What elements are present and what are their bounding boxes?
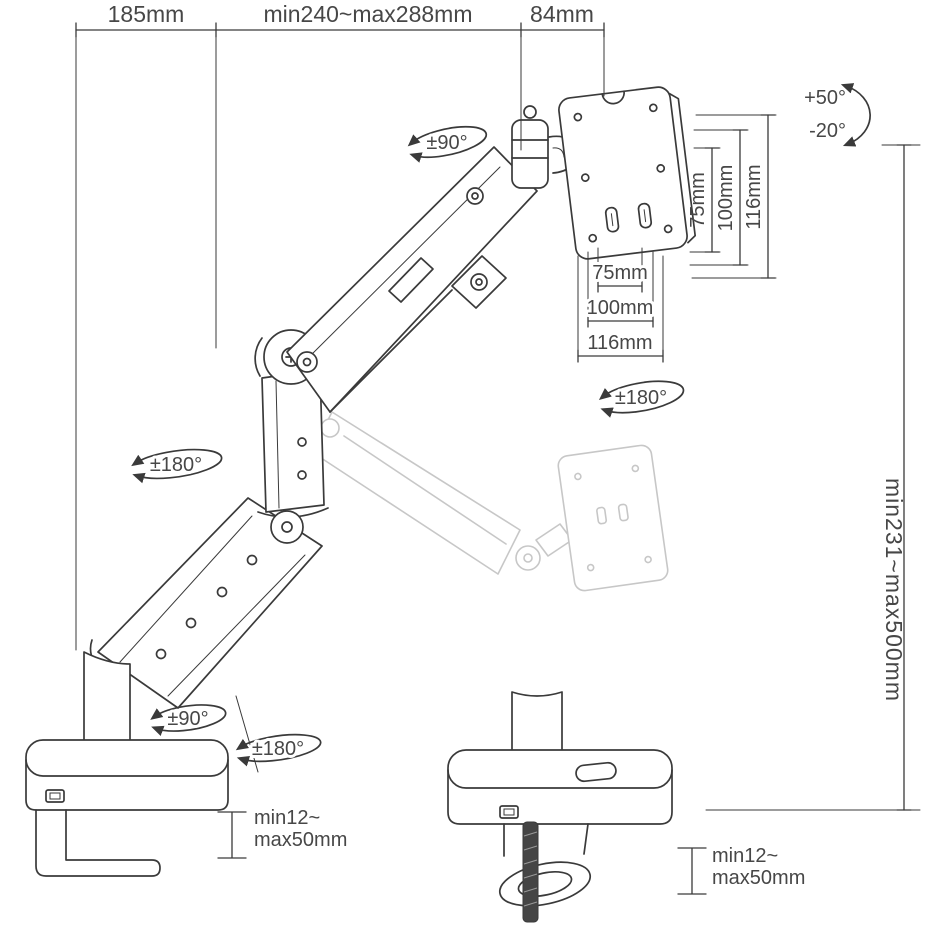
ghost-vesa-plate xyxy=(557,444,669,592)
vesa-plate xyxy=(558,86,697,260)
base-top xyxy=(25,739,229,777)
dim-height-label: min231~max500mm xyxy=(881,478,907,702)
rotation-arrow xyxy=(598,380,685,418)
center-base-top xyxy=(447,749,673,789)
base-center xyxy=(447,691,673,923)
usb-port xyxy=(45,789,65,803)
dim-vesa-horizontal: 75mm 100mm 116mm xyxy=(577,247,664,363)
arm-rotation-label: ±180° xyxy=(150,454,202,476)
ghost-upper-arm xyxy=(311,411,521,575)
tilt-arrow xyxy=(840,83,871,147)
base-left xyxy=(25,651,229,877)
head-cylinder xyxy=(511,119,549,189)
rotation-base: ±180° xyxy=(235,733,322,767)
clamp-left-label-1: min12~ xyxy=(254,807,320,829)
rotation-arrow xyxy=(131,448,223,484)
vesa-rotation-label: ±180° xyxy=(615,387,667,409)
vesa-v-75-label: 75mm xyxy=(687,172,709,228)
clamp-right-label-2: max50mm xyxy=(712,867,805,889)
elbow-joint xyxy=(270,510,304,544)
upper-arm xyxy=(286,146,538,413)
rotation-head-swivel: ±90° xyxy=(407,125,488,163)
dim-top-right-label: 84mm xyxy=(530,1,594,27)
rotation-arm: ±180° xyxy=(131,448,223,484)
c-clamp xyxy=(35,809,161,877)
head-screw xyxy=(523,105,537,119)
tilt-down-label: -20° xyxy=(809,120,846,142)
dim-clamp-right: min12~ max50mm xyxy=(677,845,805,895)
dim-top: 185mm min240~max288mm 84mm xyxy=(75,1,605,651)
rotation-base-swivel: ±90° xyxy=(150,695,259,773)
grommet-ring xyxy=(498,861,592,907)
vesa-h-100-label: 100mm xyxy=(587,297,654,319)
grommet-bolt xyxy=(522,821,539,923)
dim-top-middle-label: min240~max288mm xyxy=(263,1,472,27)
rotation-vesa: ±180° xyxy=(598,380,685,418)
rotation-arrow xyxy=(407,125,488,163)
vesa-v-100-label: 100mm xyxy=(715,165,737,232)
head-swivel-label: ±90° xyxy=(426,132,467,154)
monitor-arm xyxy=(25,86,697,877)
dim-top-left-label: 185mm xyxy=(108,1,185,27)
clamp-left-label-2: max50mm xyxy=(254,829,347,851)
vesa-h-116-label: 116mm xyxy=(587,332,652,354)
rotation-arrow xyxy=(150,704,227,736)
center-base-front xyxy=(447,769,673,825)
base-swivel-label: ±90° xyxy=(167,708,208,730)
base-neck xyxy=(83,651,131,743)
arm-slot xyxy=(388,257,434,303)
base-rotation-label: ±180° xyxy=(252,738,304,760)
cable-slot xyxy=(575,761,617,783)
base-front xyxy=(25,759,229,811)
rotation-arrow xyxy=(235,733,322,767)
dim-vesa-vertical: 75mm 100mm 116mm xyxy=(687,114,777,279)
dim-height: min231~max500mm xyxy=(705,144,921,811)
tilt-indicator: +50° -20° xyxy=(804,83,871,147)
vesa-h-75-label: 75mm xyxy=(592,262,648,284)
usb-port-2 xyxy=(499,805,519,819)
dim-clamp-left: min12~ max50mm xyxy=(217,807,347,859)
tilt-up-label: +50° xyxy=(804,87,846,109)
center-post xyxy=(511,691,563,753)
ghost-arm-position xyxy=(311,411,669,592)
clamp-right-label-1: min12~ xyxy=(712,845,778,867)
vesa-v-116-label: 116mm xyxy=(743,164,765,229)
